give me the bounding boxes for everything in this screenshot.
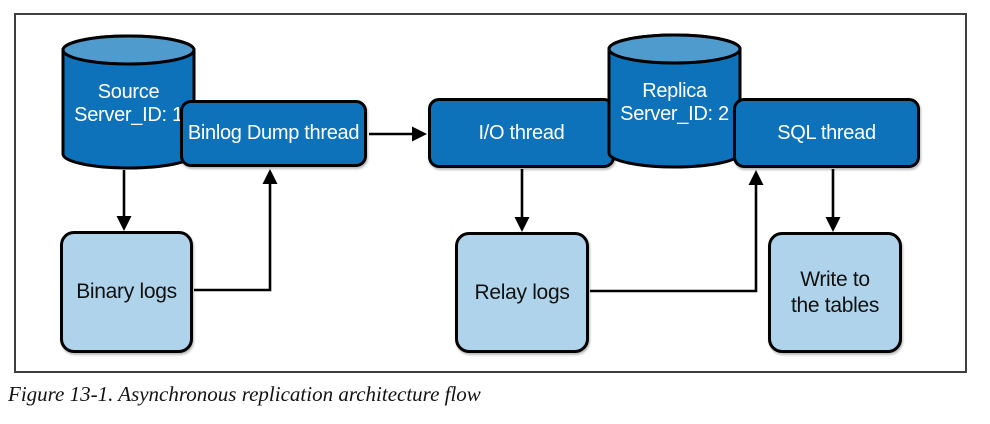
io-thread-label: I/O thread [478,121,565,144]
replica-db-label-line2: Server_ID: 2 [620,103,729,125]
source-database-cylinder: Source Server_ID: 1 [60,33,197,171]
source-db-label: Source Server_ID: 1 [60,81,197,127]
write-to-tables-box: Write to the tables [768,232,902,353]
write-to-tables-line2: the tables [790,293,880,317]
database-cylinder-icon [61,34,196,170]
io-thread-box: I/O thread [428,98,615,168]
sql-thread-label: SQL thread [777,121,876,144]
replica-database-cylinder: Replica Server_ID: 2 [606,32,743,170]
relay-logs-label: Relay logs [474,280,570,304]
binary-logs-box: Binary logs [60,231,193,353]
database-cylinder-icon [607,33,742,169]
binlog-dump-thread-label: Binlog Dump thread [187,122,360,144]
binary-logs-label: Binary logs [76,280,177,303]
relay-logs-box: Relay logs [455,232,589,353]
source-db-label-line1: Source [97,81,160,103]
figure-caption: Figure 13-1. Asynchronous replication ar… [8,382,481,406]
binlog-dump-thread-box: Binlog Dump thread [180,100,367,167]
write-to-tables-line1: Write to [800,267,870,291]
replica-db-label: Replica Server_ID: 2 [606,80,743,126]
source-db-label-line2: Server_ID: 1 [74,104,183,126]
sql-thread-box: SQL thread [733,98,920,168]
replica-db-label-line1: Replica [642,80,707,102]
